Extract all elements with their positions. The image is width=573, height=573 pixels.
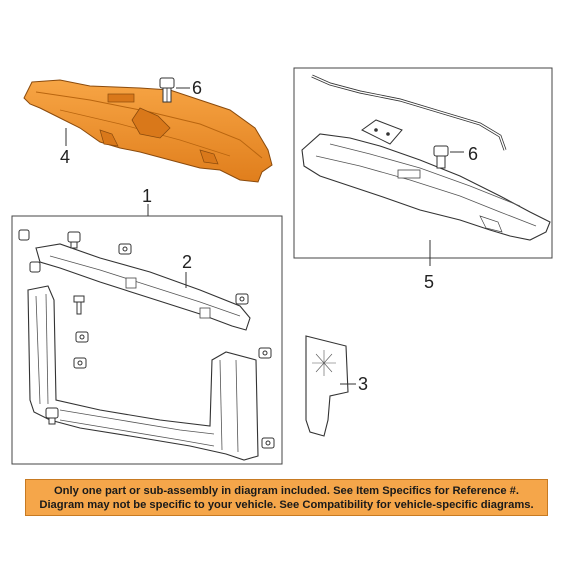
disclaimer-line-2: Diagram may not be specific to your vehi… xyxy=(39,498,534,511)
part-5-shield-outline[interactable] xyxy=(301,74,551,241)
callout-6-right: 6 xyxy=(468,144,478,164)
part-3-side-panel[interactable] xyxy=(305,335,349,437)
callout-4: 4 xyxy=(60,147,70,167)
fastener-6-right[interactable] xyxy=(433,145,449,169)
inset-box-part-5 xyxy=(293,67,553,259)
assembly-box-part-1 xyxy=(11,215,283,465)
callout-6-left: 6 xyxy=(192,78,202,98)
part-4-air-baffle-highlighted[interactable] xyxy=(23,79,273,183)
callout-3: 3 xyxy=(358,374,368,394)
callout-2: 2 xyxy=(182,252,192,272)
bracket-plate[interactable] xyxy=(361,119,403,145)
fastener-6-left[interactable] xyxy=(159,77,175,103)
callout-5: 5 xyxy=(424,272,434,292)
bolt-set[interactable] xyxy=(18,229,275,449)
disclaimer-line-1: Only one part or sub-assembly in diagram… xyxy=(53,484,520,497)
part-2-upper-tie-bar[interactable] xyxy=(35,243,251,331)
callout-1: 1 xyxy=(142,186,152,206)
disclaimer-banner: Only one part or sub-assembly in diagram… xyxy=(25,479,548,516)
